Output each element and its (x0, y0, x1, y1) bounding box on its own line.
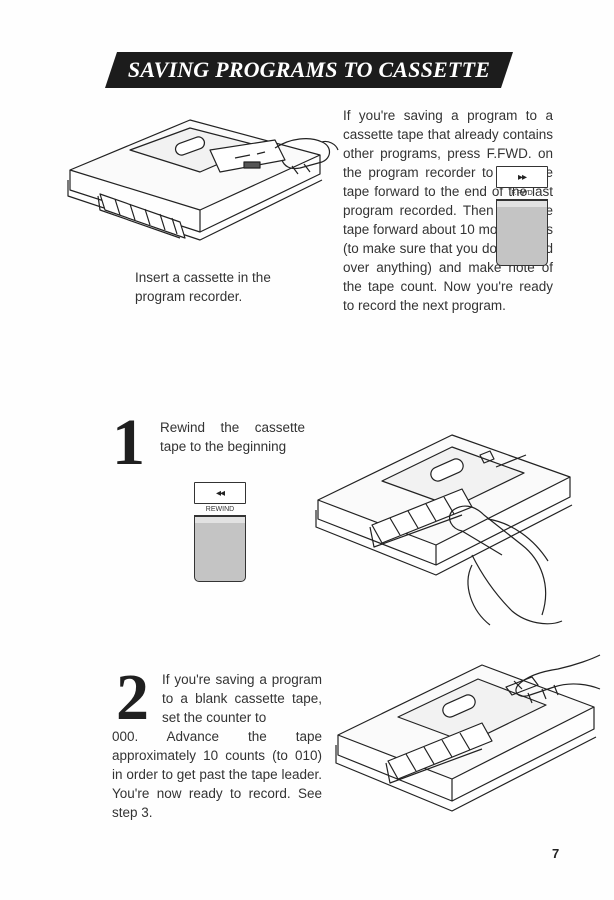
step-2-text-rest: 000. Advance the tape approximately 10 c… (112, 729, 322, 820)
ffwd-key-body (496, 199, 548, 266)
ffwd-button-illustration: ▸▸ F.FWD (496, 166, 550, 266)
step-1-number: 1 (112, 406, 145, 479)
counter-set-illustration (335, 654, 601, 812)
page-title: SAVING PROGRAMS TO CASSETTE (127, 57, 491, 82)
ffwd-label: F.FWD (511, 190, 533, 197)
fast-forward-icon: ▸▸ (496, 166, 548, 188)
step-1-text: Rewind the cassette tape to the beginnin… (160, 420, 305, 454)
cassette-insert-illustration (67, 119, 339, 241)
step-2-text-lead: If you're saving a program to a blank ca… (162, 672, 322, 725)
rewind-key-body (194, 515, 246, 582)
rewind-icon: ◂◂ (194, 482, 246, 504)
step-2-number: 2 (116, 661, 149, 734)
title-banner-shape (105, 52, 513, 88)
insert-caption: Insert a cassette in the program recorde… (135, 270, 271, 304)
page-number: 7 (552, 846, 560, 861)
title-banner: SAVING PROGRAMS TO CASSETTE (105, 50, 513, 90)
rewind-button-illustration: ◂◂ REWIND (194, 482, 248, 582)
rewind-label: REWIND (205, 506, 235, 513)
rewind-press-illustration (315, 434, 573, 626)
